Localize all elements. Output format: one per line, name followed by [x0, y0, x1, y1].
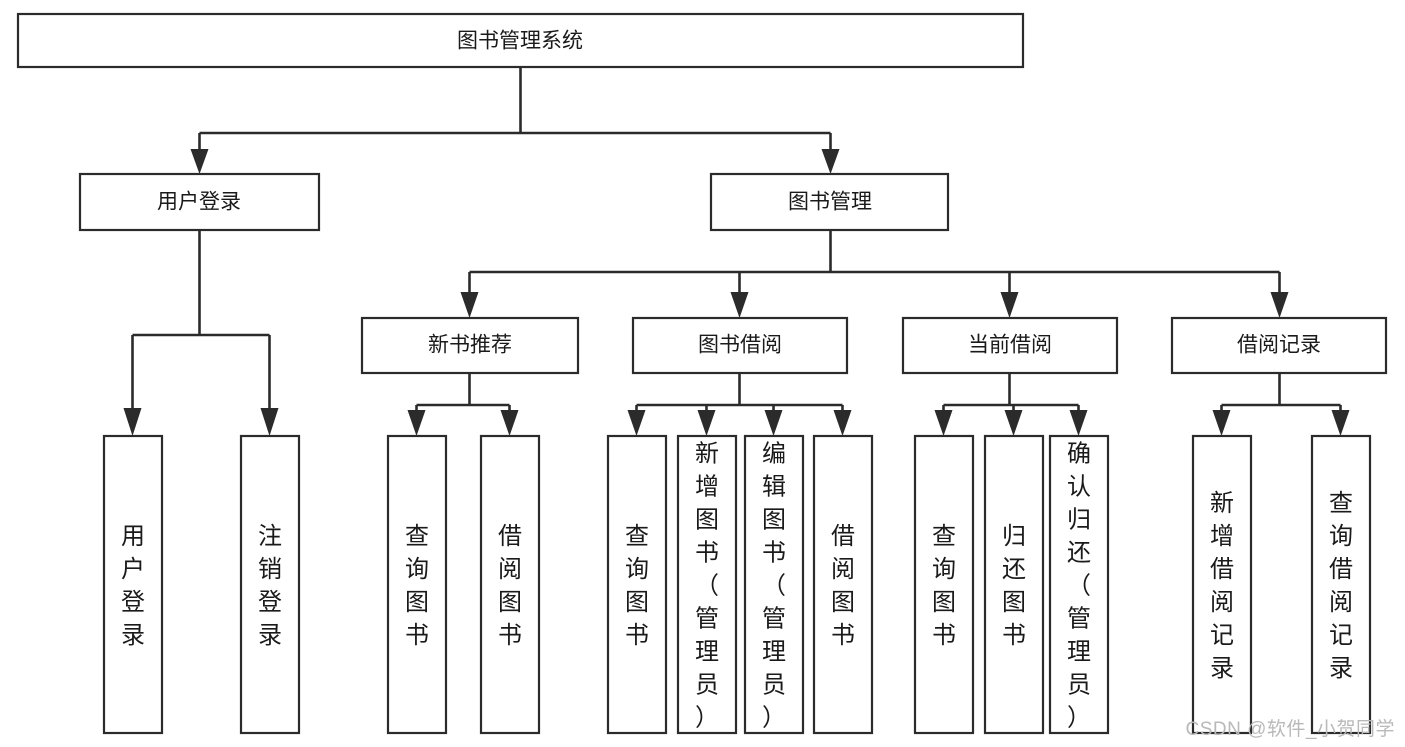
- node-leaf-borrow-book-rec[interactable]: 借阅图书: [479, 434, 541, 735]
- arrow-head-leaf-confirm-return-admin: [1069, 410, 1088, 436]
- node-leaf-user-login-box[interactable]: [102, 434, 164, 735]
- node-leaf-edit-book-admin[interactable]: 编辑图书（管理员）: [743, 434, 805, 735]
- node-new-book-recommend-label: 新书推荐: [428, 334, 512, 357]
- arrow-head-leaf-add-book-admin: [697, 410, 716, 436]
- node-leaf-confirm-return-admin-box[interactable]: [1048, 434, 1110, 735]
- node-book-manage-box[interactable]: [709, 172, 950, 232]
- node-leaf-add-book-admin-box[interactable]: [676, 434, 738, 735]
- node-book-borrow-label: 图书借阅: [698, 334, 782, 357]
- node-leaf-query-book-cur[interactable]: 查询图书: [913, 434, 975, 735]
- node-leaf-logout-box[interactable]: [239, 434, 301, 735]
- arrow-head-leaf-return-book: [1004, 410, 1023, 436]
- node-leaf-add-book-admin[interactable]: 新增图书（管理员）: [676, 434, 738, 735]
- node-book-manage-label: 图书管理: [788, 191, 872, 214]
- arrow-head-leaf-edit-book-admin: [764, 410, 783, 436]
- arrow-head-leaf-query-book-borrow: [627, 410, 646, 436]
- node-user-login-label: 用户登录: [157, 191, 241, 214]
- node-new-book-recommend-box[interactable]: [360, 316, 580, 375]
- node-leaf-logout-label: 注销登录: [258, 523, 282, 649]
- arrow-head-book-borrow: [730, 292, 749, 318]
- connector-group-borrow-record: [1212, 373, 1350, 436]
- arrow-head-leaf-query-borrow-record: [1331, 410, 1350, 436]
- arrow-head-leaf-logout: [260, 408, 279, 436]
- node-leaf-borrow-book-rec-label: 借阅图书: [498, 523, 522, 649]
- node-leaf-query-borrow-record-box[interactable]: [1310, 434, 1372, 735]
- node-borrow-record-label: 借阅记录: [1237, 334, 1321, 357]
- node-leaf-query-book-rec-label: 查询图书: [405, 523, 429, 649]
- csdn-watermark: CSDN @软件_小贺同学: [1185, 719, 1395, 740]
- node-current-borrow[interactable]: 当前借阅: [901, 316, 1119, 375]
- node-leaf-confirm-return-admin[interactable]: 确认归还（管理员）: [1048, 434, 1110, 735]
- node-borrow-record-box[interactable]: [1170, 316, 1388, 375]
- node-leaf-logout[interactable]: 注销登录: [239, 434, 301, 735]
- node-leaf-borrow-book-label: 借阅图书: [831, 523, 855, 649]
- node-leaf-edit-book-admin-label: 编辑图书（管理员）: [762, 441, 786, 732]
- node-leaf-borrow-book[interactable]: 借阅图书: [812, 434, 874, 735]
- node-book-borrow-box[interactable]: [631, 316, 849, 375]
- arrow-head-leaf-query-book-rec: [407, 410, 426, 436]
- node-leaf-query-book-cur-box[interactable]: [913, 434, 975, 735]
- arrow-head-leaf-user-login: [123, 408, 142, 436]
- node-leaf-query-book-borrow-label: 查询图书: [625, 523, 649, 649]
- arrow-head-new-book-recommend: [460, 292, 479, 318]
- node-root[interactable]: 图书管理系统: [16, 12, 1025, 69]
- connector-group-root: [190, 67, 840, 174]
- node-leaf-query-book-rec-box[interactable]: [386, 434, 448, 735]
- node-book-manage[interactable]: 图书管理: [709, 172, 950, 232]
- node-leaf-query-book-cur-label: 查询图书: [932, 523, 956, 649]
- node-root-label: 图书管理系统: [457, 30, 583, 53]
- node-root-box[interactable]: [16, 12, 1025, 69]
- node-leaf-return-book-label: 归还图书: [1002, 523, 1026, 649]
- node-leaf-borrow-book-box[interactable]: [812, 434, 874, 735]
- arrow-head-current-borrow: [1000, 292, 1019, 318]
- node-leaf-return-book-box[interactable]: [983, 434, 1045, 735]
- arrow-head-book-manage: [821, 149, 840, 174]
- node-leaf-add-borrow-record-label: 新增借阅记录: [1210, 490, 1234, 682]
- node-leaf-query-book-borrow[interactable]: 查询图书: [606, 434, 668, 735]
- node-leaf-confirm-return-admin-label: 确认归还（管理员）: [1067, 441, 1091, 732]
- connector-group-new-book-recommend: [407, 373, 519, 436]
- node-user-login[interactable]: 用户登录: [78, 172, 321, 232]
- connector-group-book-manage: [460, 230, 1289, 318]
- node-leaf-query-borrow-record[interactable]: 查询借阅记录: [1310, 434, 1372, 735]
- connector-group-current-borrow: [934, 373, 1088, 436]
- node-leaf-add-book-admin-label: 新增图书（管理员）: [695, 441, 719, 732]
- node-leaf-query-book-borrow-box[interactable]: [606, 434, 668, 735]
- arrow-head-borrow-record: [1270, 292, 1289, 318]
- node-leaf-borrow-book-rec-box[interactable]: [479, 434, 541, 735]
- arrow-head-leaf-add-borrow-record: [1212, 410, 1231, 436]
- connector-group-book-borrow: [627, 373, 852, 436]
- node-leaf-edit-book-admin-box[interactable]: [743, 434, 805, 735]
- node-leaf-query-borrow-record-label: 查询借阅记录: [1329, 490, 1353, 682]
- node-leaf-query-book-rec[interactable]: 查询图书: [386, 434, 448, 735]
- connector-group-user-login: [123, 230, 279, 436]
- node-book-borrow[interactable]: 图书借阅: [631, 316, 849, 375]
- node-current-borrow-label: 当前借阅: [968, 334, 1052, 357]
- node-new-book-recommend[interactable]: 新书推荐: [360, 316, 580, 375]
- node-borrow-record[interactable]: 借阅记录: [1170, 316, 1388, 375]
- node-current-borrow-box[interactable]: [901, 316, 1119, 375]
- node-leaf-user-login-label: 用户登录: [121, 523, 145, 649]
- arrow-head-leaf-borrow-book-rec: [500, 410, 519, 436]
- node-user-login-box[interactable]: [78, 172, 321, 232]
- node-leaf-add-borrow-record[interactable]: 新增借阅记录: [1191, 434, 1253, 735]
- node-leaf-return-book[interactable]: 归还图书: [983, 434, 1045, 735]
- arrow-head-leaf-query-book-cur: [934, 410, 953, 436]
- arrow-head-user-login: [190, 149, 209, 174]
- node-leaf-add-borrow-record-box[interactable]: [1191, 434, 1253, 735]
- arrow-head-leaf-borrow-book: [833, 410, 852, 436]
- node-leaf-user-login[interactable]: 用户登录: [102, 434, 164, 735]
